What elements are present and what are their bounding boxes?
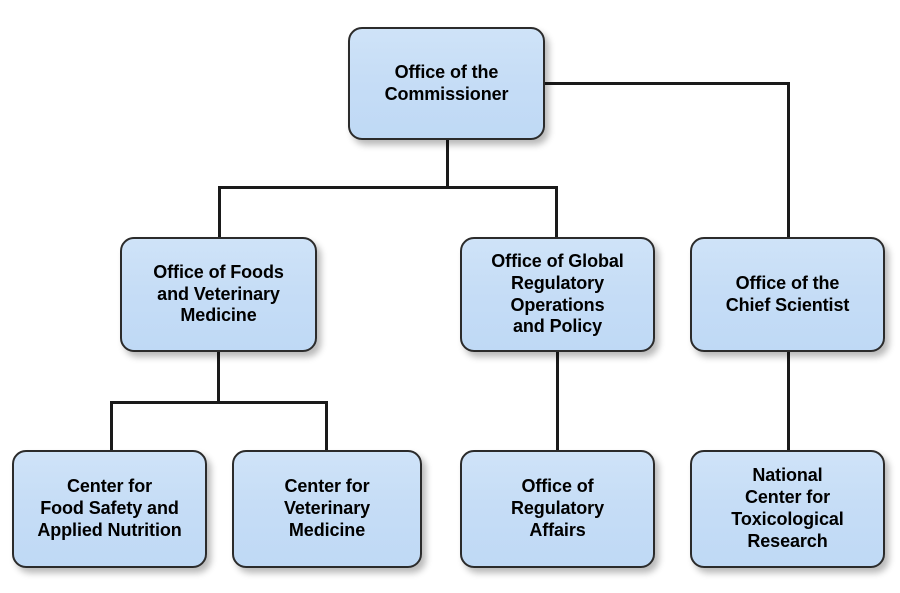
connector-left-bus-drop-to-cfsan xyxy=(110,401,113,450)
org-node-office-of-foods-and-veterinary-medicine[interactable]: Office of Foods and Veterinary Medicine xyxy=(120,237,317,352)
org-node-center-for-veterinary-medicine[interactable]: Center for Veterinary Medicine xyxy=(232,450,422,568)
org-node-label: Office of Global Regulatory Operations a… xyxy=(491,250,624,337)
connector-left-bus-drop-to-cvm xyxy=(325,401,328,450)
org-node-label: Center for Food Safety and Applied Nutri… xyxy=(37,476,182,540)
org-node-center-for-food-safety-and-applied-nutrition[interactable]: Center for Food Safety and Applied Nutri… xyxy=(12,450,207,568)
org-node-label: Office of Foods and Veterinary Medicine xyxy=(153,261,284,326)
org-node-office-of-global-regulatory-operations-and-policy[interactable]: Office of Global Regulatory Operations a… xyxy=(460,237,655,352)
connector-level1-distribution-bus xyxy=(218,186,558,189)
connector-level2-left-bus xyxy=(110,401,328,404)
org-node-label: National Center for Toxicological Resear… xyxy=(731,465,844,551)
org-node-national-center-for-toxicological-research[interactable]: National Center for Toxicological Resear… xyxy=(690,450,885,568)
connector-chief-scientist-stem-down xyxy=(787,352,790,450)
org-node-office-of-the-chief-scientist[interactable]: Office of the Chief Scientist xyxy=(690,237,885,352)
connector-bus-drop-to-global-regulatory xyxy=(555,186,558,237)
org-node-label: Center for Veterinary Medicine xyxy=(283,476,371,540)
org-node-label: Office of Regulatory Affairs xyxy=(510,476,605,540)
connector-commissioner-right-stem xyxy=(545,82,790,85)
org-node-label: Office of the Commissioner xyxy=(384,61,509,104)
org-node-office-of-the-commissioner[interactable]: Office of the Commissioner xyxy=(348,27,545,140)
connector-global-regulatory-stem-down xyxy=(556,352,559,450)
connector-commissioner-stem-down xyxy=(446,140,449,188)
org-node-label: Office of the Chief Scientist xyxy=(725,272,850,315)
connector-foods-stem-down xyxy=(217,352,220,403)
org-node-office-of-regulatory-affairs[interactable]: Office of Regulatory Affairs xyxy=(460,450,655,568)
connector-bus-drop-to-foods xyxy=(218,186,221,237)
connector-right-stem-drop-to-chief-scientist xyxy=(787,82,790,237)
